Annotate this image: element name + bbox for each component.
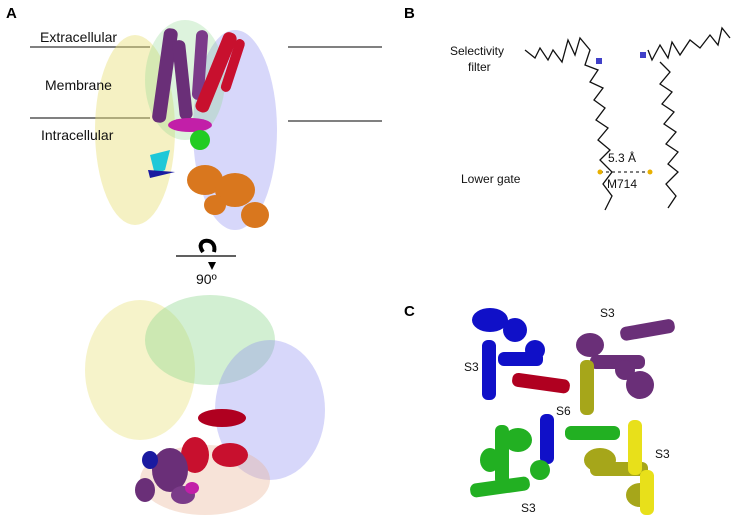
rotation-indicator: 90º [176, 238, 236, 287]
rotation-label: 90º [196, 271, 217, 287]
gate-atom-right [647, 169, 653, 175]
panel-b-letter: B [404, 5, 415, 22]
label-intracellular: Intracellular [41, 127, 114, 143]
highlighted-subunit [148, 28, 269, 228]
rotation-arrowhead-icon [208, 262, 216, 270]
subunit-green [470, 414, 554, 498]
subunit-yellow-faded [95, 35, 175, 225]
label-residue-m714: M714 [607, 177, 637, 191]
subunit-blue [472, 308, 570, 400]
panel-a-top-view [85, 295, 325, 515]
label-s6: S6 [556, 404, 571, 418]
subunit-yellow [565, 420, 654, 515]
panel-a-side-view: Extracellular Membrane Intracellular [30, 20, 382, 230]
label-s3-bottom: S3 [521, 501, 536, 515]
panel-c-letter: C [404, 303, 415, 320]
panel-a-letter: A [6, 5, 17, 22]
label-membrane: Membrane [45, 77, 112, 93]
label-s3-left: S3 [464, 360, 479, 374]
pore-strand-right [659, 61, 679, 209]
pore-strand-left [524, 36, 613, 211]
label-s3-top-right: S3 [600, 306, 615, 320]
rotation-arrow-icon [198, 238, 217, 254]
panel-b-pore: Selectivity filter Lower gate 5.3 Å M714 [450, 26, 731, 211]
label-selectivity-filter-line2: filter [468, 60, 491, 74]
label-lower-gate: Lower gate [461, 172, 521, 186]
filter-residue-left [596, 58, 602, 64]
label-selectivity-filter-line1: Selectivity [450, 44, 504, 58]
panel-c-tetramer: S3 S3 S6 S3 S3 [464, 306, 675, 515]
subunit-purple [576, 319, 675, 415]
gate-atom-left [597, 169, 603, 175]
pore-loop-right-top [647, 26, 731, 62]
label-s3-right: S3 [655, 447, 670, 461]
label-gate-distance: 5.3 Å [608, 150, 636, 165]
filter-residue-right [640, 52, 646, 58]
label-extracellular: Extracellular [40, 29, 117, 45]
